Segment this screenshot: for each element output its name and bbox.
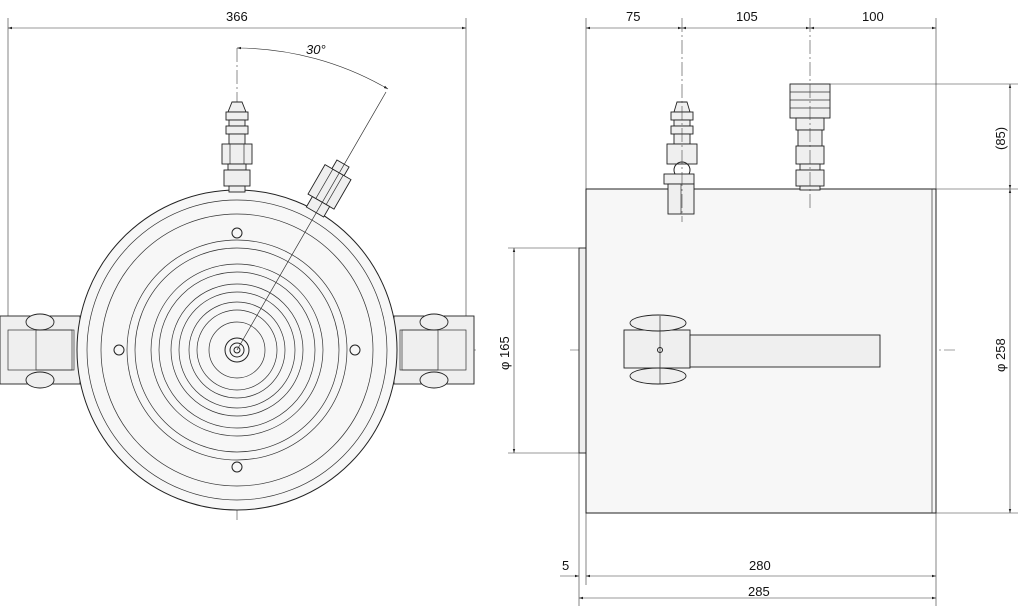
- side-view: 75 105 100 (85) φ 258 φ 165 5 280 285: [497, 9, 1018, 606]
- bolt-hole-left: [113, 344, 125, 356]
- dim-105-label: 105: [736, 9, 758, 24]
- side-coupler-left: [663, 101, 698, 215]
- dim-5-label: 5: [562, 558, 569, 573]
- dim-100-label: 100: [862, 9, 884, 24]
- front-top-coupler: [221, 101, 253, 193]
- bolt-hole-top: [231, 227, 243, 239]
- dim-75-label: 75: [626, 9, 640, 24]
- front-view: 30° 366: [0, 9, 478, 520]
- bolt-hole-right: [349, 344, 361, 356]
- bolt-hole-bottom: [231, 461, 243, 473]
- angle-dimension-arc: [236, 46, 389, 90]
- dim-165-label: φ 165: [497, 336, 512, 370]
- dim-258-label: φ 258: [993, 338, 1008, 372]
- front-angled-fitting: [305, 159, 352, 218]
- side-mounting-bracket: [623, 314, 881, 385]
- angle-reference-line: [236, 91, 387, 351]
- right-mounting-bracket: [393, 313, 475, 389]
- dim-85-label: (85): [993, 127, 1008, 150]
- left-mounting-bracket: [0, 313, 81, 389]
- angle-label: 30°: [306, 42, 326, 57]
- dim-285-label: 285: [748, 584, 770, 599]
- front-width-label: 366: [226, 9, 248, 24]
- dim-280-label: 280: [749, 558, 771, 573]
